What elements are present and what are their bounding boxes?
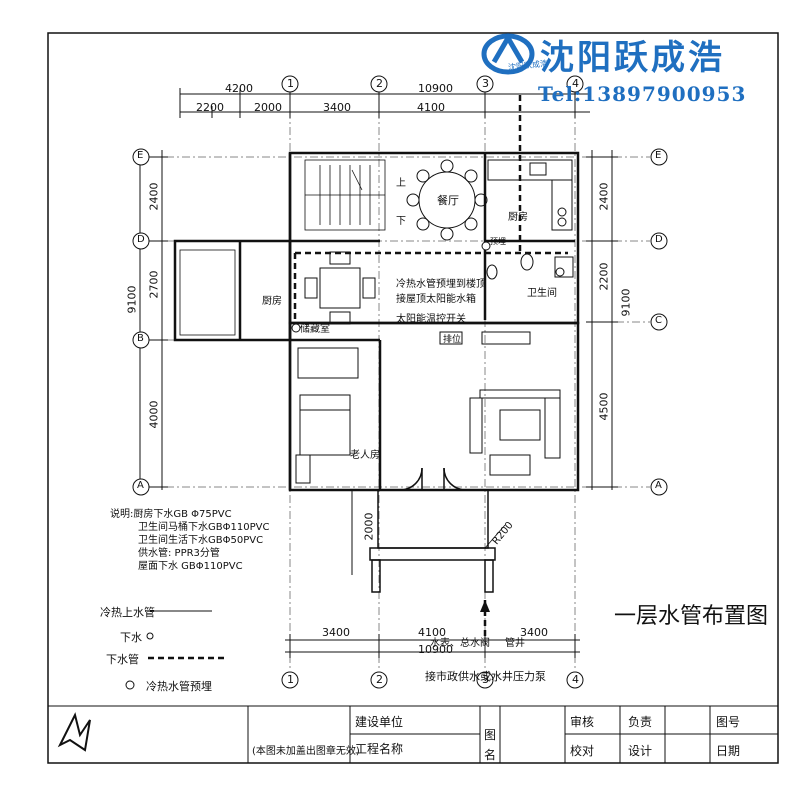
axis-col-4-top: 4 [572, 77, 579, 90]
riser-tag: 预埋 [490, 237, 506, 246]
room-storage: 储藏室 [300, 324, 330, 335]
note-line-3: 卫生间生活下水GBΦ50PVC [138, 535, 264, 546]
tb-drawing-label-2: 名 [484, 748, 497, 762]
axis-col-3-bottom: 3 [482, 673, 489, 686]
dim-right-seg-1: 2400 [597, 182, 611, 211]
legend-embed-label: 冷热水管预埋 [146, 680, 212, 693]
axis-row-a-left: A [137, 480, 144, 491]
axis-row-e-right: E [655, 150, 662, 161]
room-kitchen-main: 厨房 [508, 212, 528, 223]
dim-left-total: 9100 [125, 285, 139, 314]
title-block-grid [47, 705, 779, 764]
axis-row-d-right: D [655, 234, 663, 245]
dim-left-seg-2: 2700 [147, 270, 161, 299]
emblem-icon [57, 712, 91, 752]
brand-name: 沈阳跃成浩 [540, 38, 725, 78]
axis-col-1-bottom: 1 [287, 673, 294, 686]
notes-heading: 说明:厨房下水GB Φ75PVC [110, 509, 232, 520]
pipe-note-1: 冷热水管预埋到楼顶 [396, 279, 486, 290]
porch [369, 467, 496, 593]
stair-up: 上 [396, 178, 406, 189]
dim-right-total: 9100 [619, 288, 633, 317]
shaft-label: 排位 [443, 335, 462, 345]
axis-row-a-right: A [655, 480, 662, 491]
tb-client-label: 建设单位 [355, 715, 404, 729]
tb-review-label: 审核 [570, 715, 595, 729]
drawing-title: 一层水管布置图 [614, 604, 769, 629]
legend-drain-label: 下水 [120, 631, 142, 644]
axis-col-2-top: 2 [376, 77, 383, 90]
dim-left-seg-3: 4000 [147, 400, 161, 429]
sheet-border [47, 32, 779, 764]
side-kitchen-box [179, 249, 236, 336]
room-kitchen-side: 厨房 [262, 296, 282, 307]
meter-label: 水表、总水阀 [430, 638, 490, 649]
axis-row-c-right: C [655, 315, 662, 326]
dim-bottom-seg-2: 4100 [418, 626, 446, 639]
pipe-note-2: 接屋顶太阳能水箱 [396, 294, 476, 305]
dim-right-seg-2: 2200 [597, 262, 611, 291]
shaft-boxes [439, 331, 531, 345]
legend-lines [125, 610, 228, 690]
tb-project-label: 工程名称 [355, 742, 404, 756]
dim-bottom-total: 10900 [418, 643, 453, 656]
dim-top-total: 10900 [418, 82, 453, 95]
axis-row-e-left: E [137, 150, 144, 161]
dim-top-left-ext: 4200 [225, 82, 253, 95]
dim-top-seg-2: 2000 [254, 101, 282, 114]
room-dining: 餐厅 [437, 194, 459, 207]
axis-col-3-top: 3 [482, 77, 489, 90]
dim-porch-depth: 2000 [362, 512, 376, 541]
meter-icon [480, 600, 490, 612]
dim-right-seg-3: 4500 [597, 392, 611, 421]
dim-top-seg-1: 2200 [196, 101, 224, 114]
tb-stamp-note: (本图未加盖出图章无效) [252, 746, 360, 757]
drain-pipes [293, 95, 568, 640]
tb-check-label: 校对 [570, 744, 595, 758]
bed [295, 347, 359, 484]
riser-markers [291, 241, 565, 333]
stairs [304, 159, 386, 231]
room-bath: 卫生间 [527, 288, 557, 299]
note-line-2: 卫生间马桶下水GBΦ110PVC [138, 522, 270, 533]
brand-watermark: 沈阳跃成浩 沈阳跃成浩 Tel:13897900953 [480, 22, 780, 106]
dim-bottom-seg-1: 3400 [322, 626, 350, 639]
tb-sheet-no-label: 图号 [716, 715, 741, 729]
kitchen-fixtures [487, 159, 573, 231]
side-table [304, 251, 376, 325]
well-label: 管井 [505, 638, 525, 649]
note-line-1: 厨房下水GB Φ75PVC [133, 509, 232, 520]
axis-col-1-top: 1 [287, 77, 294, 90]
note-line-4: 供水管: PPR3分管 [138, 548, 220, 559]
axis-col-2-bottom: 2 [376, 673, 383, 686]
dim-left-seg-1: 2400 [147, 182, 161, 211]
pipe-note-3: 太阳能温控开关 [396, 314, 466, 325]
note-line-5: 屋面下水 GBΦ110PVC [138, 561, 243, 572]
stair-down: 下 [396, 216, 406, 227]
sofa-set [469, 389, 561, 476]
notes-block: 说明:厨房下水GB Φ75PVC 卫生间马桶下水GBΦ110PVC 卫生间生活下… [110, 508, 269, 573]
radius-leader [484, 524, 506, 549]
tb-drawing-label: 图 [484, 728, 497, 742]
dim-top-seg-4: 4100 [417, 101, 445, 114]
axis-row-d-left: D [137, 234, 145, 245]
notes-heading-text: 说明: [110, 509, 134, 520]
axis-bubbles [132, 75, 668, 689]
axis-row-b-left: B [137, 333, 144, 344]
tb-date-label: 日期 [716, 744, 741, 758]
dim-bottom-seg-3: 3400 [520, 626, 548, 639]
room-elder: 老人房 [350, 450, 380, 461]
dining-table [406, 159, 488, 241]
axis-col-4-bottom: 4 [572, 673, 579, 686]
brand-logo-icon [481, 33, 535, 75]
legend-supply-label: 冷热上水管 [100, 606, 155, 619]
legend-drain-pipe-label: 下水管 [106, 653, 139, 666]
dim-top-seg-3: 3400 [323, 101, 351, 114]
brand-phone: Tel:13897900953 [538, 82, 747, 106]
supply-note: 接市政供水或水井压力泵 [425, 670, 546, 683]
tb-design-label: 设计 [628, 744, 653, 758]
tb-lead-label: 负责 [628, 715, 653, 729]
walls [173, 151, 580, 492]
